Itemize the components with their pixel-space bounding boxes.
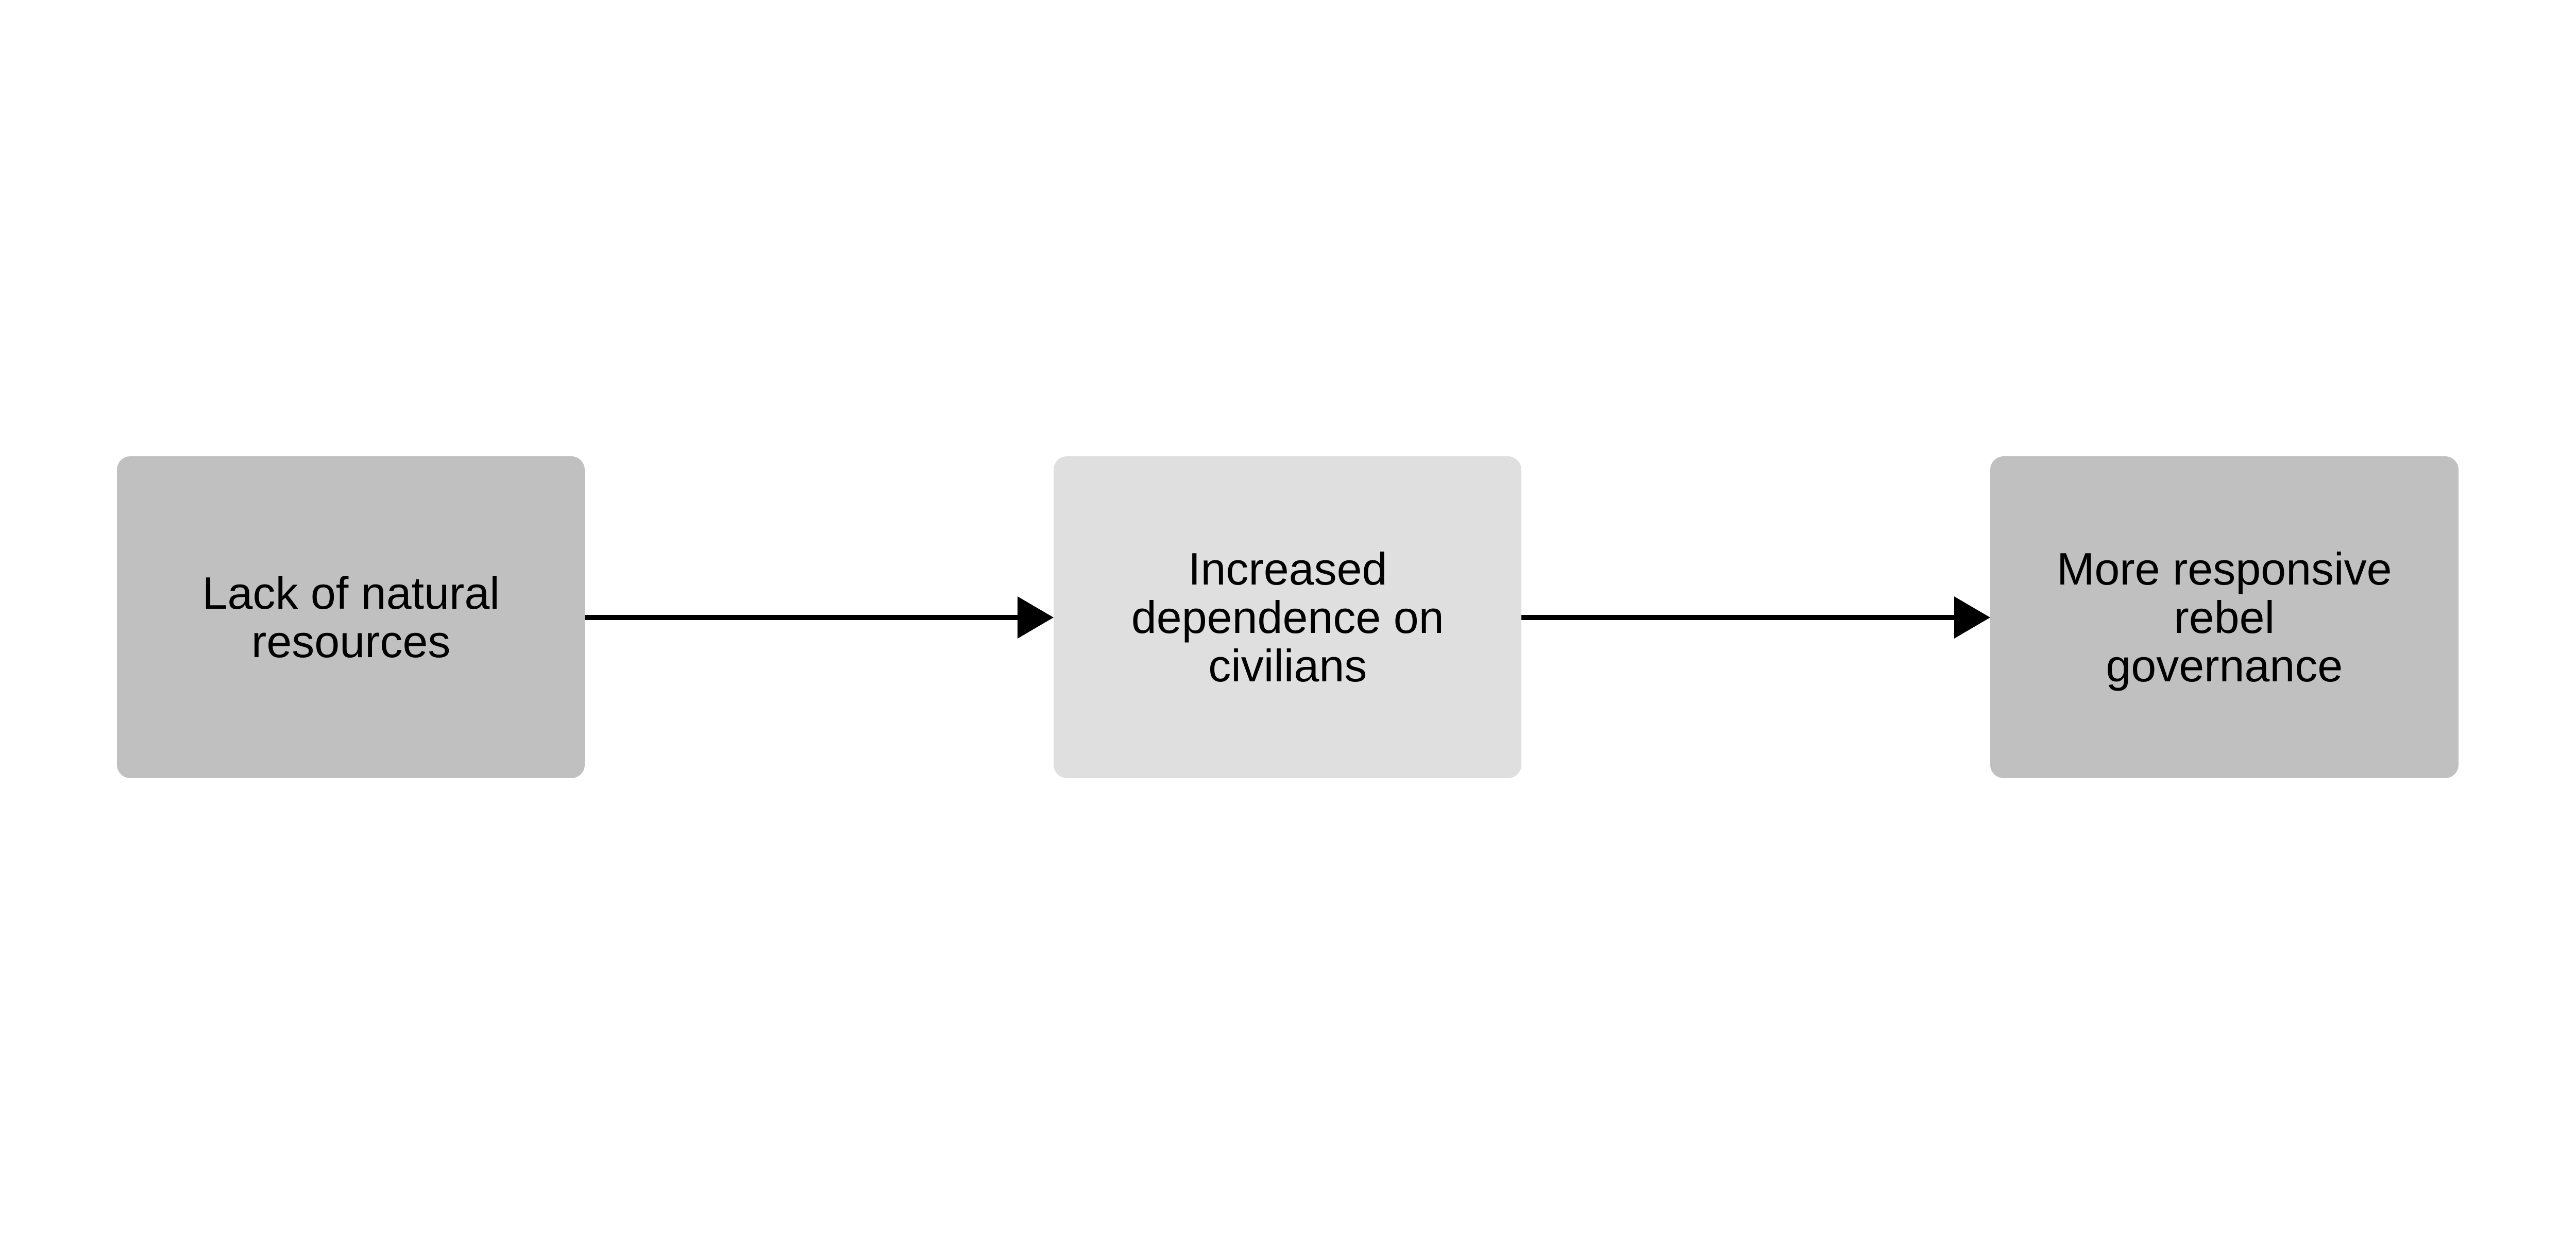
arrow-shaft [585,614,1020,620]
edge-dependence-to-governance [1521,596,1991,639]
node-more-responsive-rebel-governance: More responsive rebel governance [1990,456,2459,778]
node-increased-dependence-on-civilians: Increased dependence on civilians [1054,456,1522,778]
arrow-shaft [1521,614,1957,620]
node-label: More responsive rebel governance [2057,543,2392,691]
node-lack-of-natural-resources: Lack of natural resources [117,456,585,778]
node-label: Lack of natural resources [202,567,500,667]
flow-diagram: Lack of natural resources Increased depe… [117,456,2459,778]
edge-lack-to-dependence [585,596,1054,639]
arrowhead-icon [1954,596,1991,639]
arrowhead-icon [1018,596,1054,639]
node-label: Increased dependence on civilians [1131,543,1444,691]
